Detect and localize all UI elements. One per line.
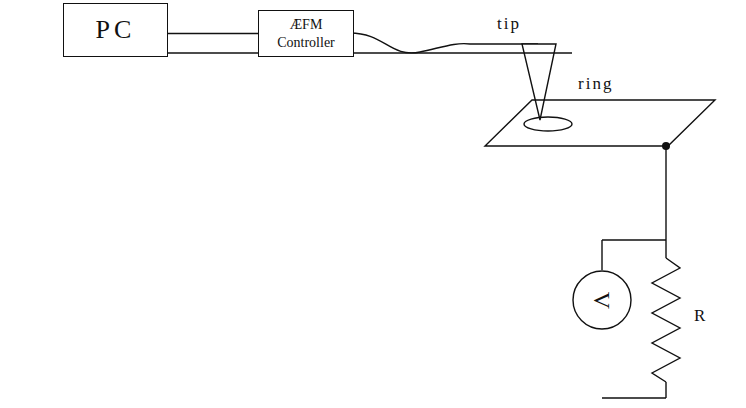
box-label: ÆFM Controller xyxy=(266,16,346,51)
sample-plane xyxy=(485,100,715,146)
box-label: PC xyxy=(96,15,136,45)
meter-letter: V xyxy=(589,291,616,308)
resistor-symbol xyxy=(652,258,680,382)
wire xyxy=(168,52,572,53)
wire xyxy=(168,33,258,34)
contact-dot xyxy=(662,142,670,150)
device-box: PC xyxy=(63,3,168,57)
afm-tip xyxy=(522,44,556,120)
voltmeter-symbol: V xyxy=(572,270,632,330)
part-label: tip xyxy=(497,14,521,34)
part-label: R xyxy=(694,306,707,326)
part-label: ring xyxy=(578,74,613,94)
device-box: ÆFM Controller xyxy=(258,10,354,57)
ring xyxy=(524,117,572,131)
controller-tip-wire xyxy=(350,33,538,53)
